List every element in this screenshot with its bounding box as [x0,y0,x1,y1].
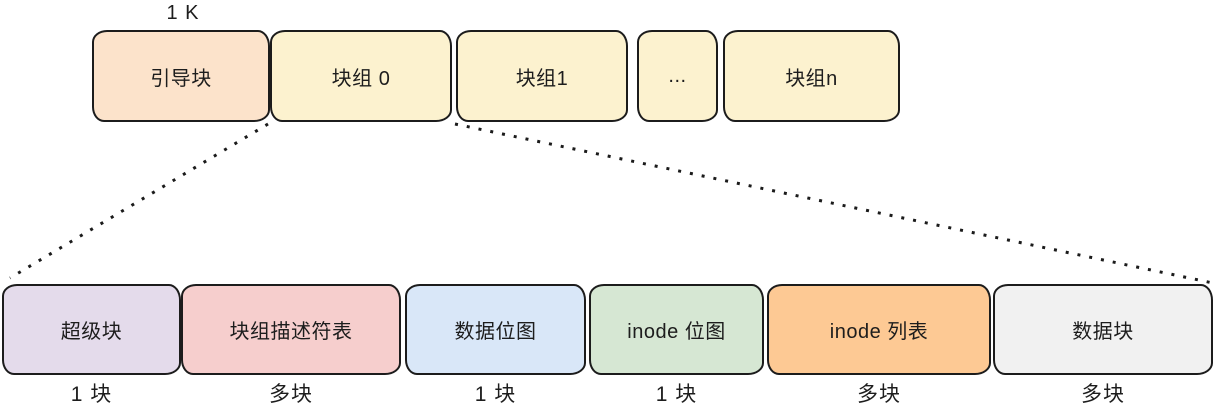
top-box-boot-block: 引导块 [92,30,270,122]
block-group-ellipsis-label: ... [668,64,687,87]
block-group-n-label: 块组n [785,67,838,90]
super-block-label: 超级块 [60,321,123,343]
caption-inode-table-count: 多块 [857,383,901,406]
top-box-block-group-n: 块组n [723,30,900,122]
inode-table-label: inode 列表 [829,321,929,343]
block-size-label: 1 K [166,1,200,24]
boot-block-label: 引导块 [150,67,212,90]
bottom-box-super-block: 超级块 [2,284,181,375]
caption-inode-bitmap-count: 1 块 [655,383,698,406]
expansion-dotted-line-left [9,122,269,280]
bottom-box-inode-table: inode 列表 [767,284,991,375]
top-box-block-group-0: 块组 0 [270,30,452,122]
block-group-1-label: 块组1 [515,67,569,90]
bottom-box-inode-bitmap: inode 位图 [589,284,764,375]
inode-bitmap-label: inode 位图 [627,321,726,343]
data-blocks-label: 数据块 [1072,321,1134,343]
bottom-box-data-bitmap: 数据位图 [405,284,586,375]
bottom-box-data-blocks: 数据块 [993,284,1213,375]
caption-data-bitmap-count: 1 块 [474,383,517,406]
block-group-0-label: 块组 0 [331,67,391,90]
data-bitmap-label: 数据位图 [454,321,537,343]
caption-super-block-count: 1 块 [70,383,113,406]
expansion-dotted-line-right [454,122,1214,285]
bottom-box-group-descriptor-table: 块组描述符表 [181,284,401,375]
caption-data-blocks-count: 多块 [1081,383,1125,406]
caption-group-descriptor-table-count: 多块 [269,383,313,406]
group-descriptor-table-label: 块组描述符表 [229,321,353,343]
top-box-block-group-ellipsis: ... [637,30,718,122]
top-box-block-group-1: 块组1 [456,30,628,122]
